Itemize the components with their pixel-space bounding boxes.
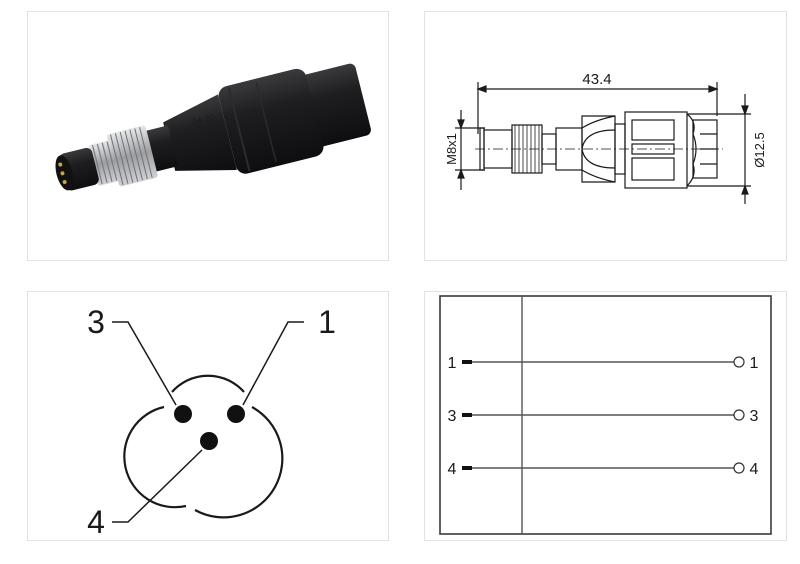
pin-label-1: 1 [318,304,336,340]
thread-dimension-label: M8x1 [444,133,459,165]
pin-1-contact [227,405,245,423]
length-dimension-label: 43.4 [582,71,611,88]
product-photo-panel: 24-20 [27,11,389,261]
wiring-diagram: 1 1 3 3 4 4 [439,295,772,535]
pin-4-contact [200,432,218,450]
pinout-diagram: 3 1 4 [87,304,336,540]
pin-3-contact [174,405,192,423]
wire-left-label: 3 [448,408,457,425]
wire-left-label: 1 [448,355,457,372]
schematic-frame [439,295,772,535]
pin-label-3: 3 [87,304,105,340]
wire-row-3: 3 3 [448,408,759,425]
wiring-diagram-panel: 1 1 3 3 4 4 [424,291,787,541]
pinout-panel: 3 1 4 [27,291,389,541]
pin-label-4: 4 [87,504,105,540]
wire-right-label: 1 [750,355,759,372]
wire-right-label: 4 [750,461,759,478]
wire-left-label: 4 [448,461,457,478]
dimension-drawing: 43.4 M8x1 Ø12.5 [444,71,767,204]
wire-right-label: 3 [750,408,759,425]
dimension-drawing-panel: 43.4 M8x1 Ø12.5 [424,11,787,261]
wire-row-4: 4 4 [448,461,759,478]
wire-row-1: 1 1 [448,355,759,372]
connector-photo: 24-20 [55,63,371,191]
diameter-dimension-label: Ø12.5 [752,132,767,167]
